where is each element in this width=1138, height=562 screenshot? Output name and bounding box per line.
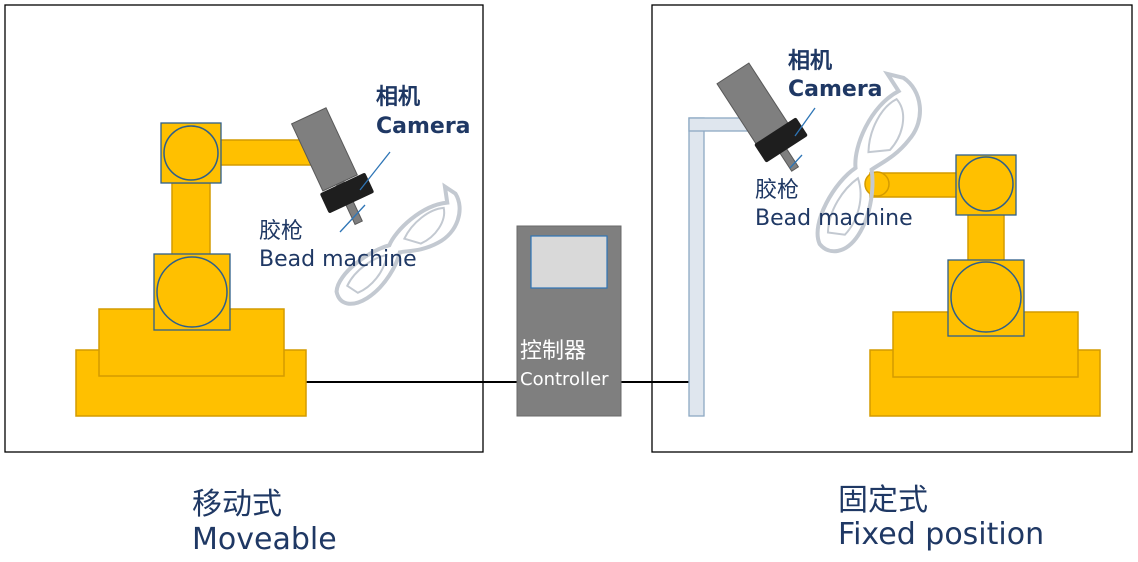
right-robot-shoulder-joint [950, 261, 1022, 333]
right-gun-label-cn: 胶枪 [755, 178, 800, 203]
controller-screen [530, 235, 608, 289]
camera-mount-bracket [688, 117, 776, 417]
left-bead-gun [290, 107, 363, 226]
left-panel-frame [4, 4, 484, 453]
right-glasses-frame [815, 70, 922, 254]
left-camera-label-en: Camera [376, 114, 471, 139]
right-camera [754, 117, 808, 163]
right-caption-en: Fixed position [838, 517, 1045, 552]
controller-label-cn: 控制器 [520, 339, 587, 364]
right-camera-callout [794, 107, 816, 137]
left-gun-callout [339, 204, 366, 233]
left-gun-label-cn: 胶枪 [259, 219, 304, 244]
left-gun-label-en: Bead machine [259, 247, 417, 272]
right-robot-elbow-joint [958, 156, 1014, 212]
left-robot-column [171, 182, 211, 257]
left-robot-shoulder-joint [156, 256, 228, 328]
left-robot-upper-arm [219, 139, 313, 166]
left-camera-callout [359, 151, 391, 191]
left-caption-en: Moveable [192, 522, 337, 557]
left-caption-cn: 移动式 [192, 487, 282, 522]
left-camera-label-cn: 相机 [376, 85, 421, 110]
right-robot [864, 154, 1101, 417]
left-camera [320, 173, 374, 213]
controller-label-en: Controller [520, 369, 609, 390]
right-caption-cn: 固定式 [838, 483, 928, 518]
left-robot-elbow-joint [163, 125, 219, 181]
right-panel-frame [651, 4, 1133, 453]
right-robot-wrist [864, 171, 890, 197]
right-camera-label-cn: 相机 [788, 49, 833, 74]
right-camera-label-en: Camera [788, 77, 883, 102]
controller-cabinet [516, 225, 622, 417]
left-robot [75, 122, 313, 417]
right-gun-callout [789, 154, 803, 169]
right-robot-column [967, 211, 1005, 265]
right-gun-label-en: Bead machine [755, 206, 913, 231]
left-glasses-frame [334, 182, 462, 306]
